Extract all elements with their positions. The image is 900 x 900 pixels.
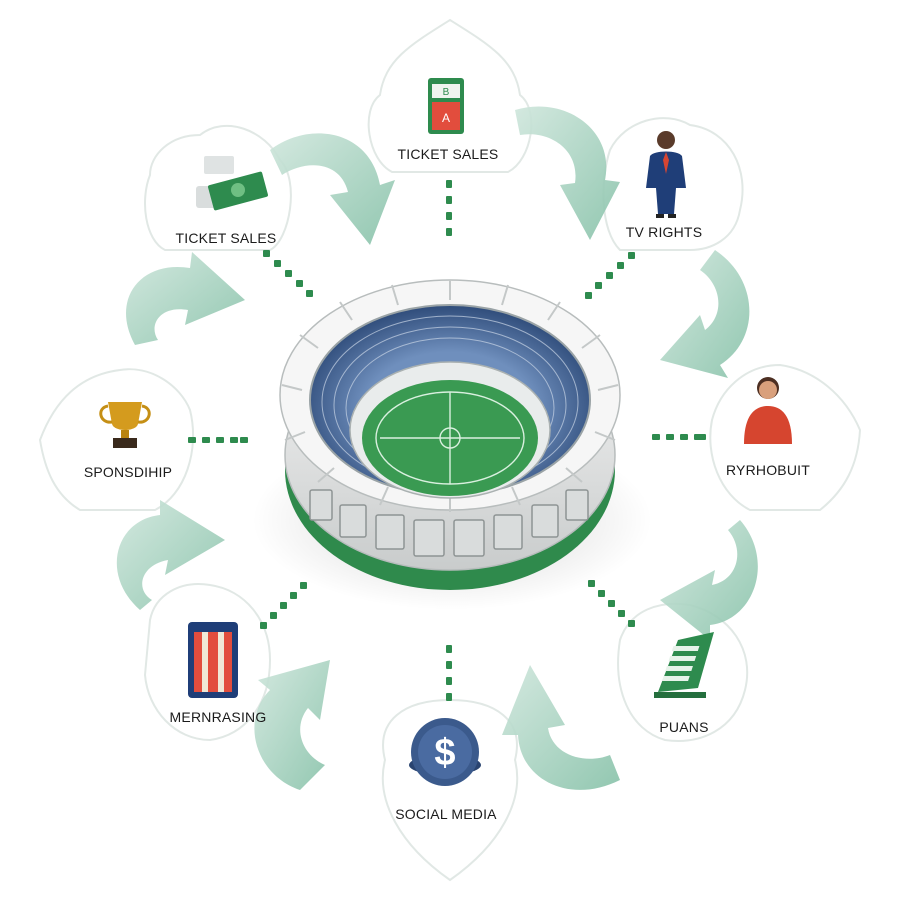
node-label-right: RYRHOBUIT: [726, 462, 810, 478]
node-label-top-right: TV RIGHTS: [625, 224, 703, 240]
merchandise-box-icon: [188, 622, 238, 698]
businessman-icon: [646, 131, 686, 218]
petal-top: [367, 18, 533, 173]
connector-bottom: [446, 645, 452, 701]
node-label-bottom-left: MERNRASING: [169, 709, 267, 725]
node-label-top-left: TICKET SALES: [175, 230, 277, 246]
node-label-top: TICKET SALES: [397, 146, 499, 162]
connector-top-left: [263, 250, 313, 297]
connector-bottom-right: [588, 580, 635, 627]
person-icon: [744, 377, 792, 444]
node-label-left: SPONSDIHIP: [83, 464, 173, 480]
arrow-8: [126, 252, 245, 345]
connector-bottom-left: [260, 582, 307, 629]
petal-bottom-left: [143, 583, 272, 742]
petal-left: [38, 368, 194, 511]
svg-text:$: $: [434, 732, 455, 774]
arrow-3: [660, 250, 750, 378]
ticket-booth-icon: B A: [428, 78, 464, 134]
arrow-7: [116, 500, 225, 610]
petal-outlines: [38, 18, 862, 882]
connector-left: [188, 437, 248, 443]
connector-top: [446, 180, 452, 236]
arrow-4: [660, 520, 758, 640]
petal-right: [709, 363, 862, 511]
petal-bottom: [381, 698, 519, 882]
trophy-icon: [99, 402, 151, 448]
stadium-icon: [252, 279, 652, 610]
arrow-1: [270, 133, 395, 245]
petal-top-right: [602, 117, 744, 251]
node-label-bottom: SOCIAL MEDIA: [395, 806, 497, 822]
cycle-arrows: [116, 106, 758, 790]
node-label-bottom-right: PUANS: [659, 719, 709, 735]
connector-right: [652, 434, 706, 440]
svg-text:A: A: [442, 111, 450, 125]
arrow-5: [502, 665, 620, 790]
dollar-coin-icon: $: [409, 718, 481, 786]
svg-text:B: B: [443, 87, 450, 98]
document-stand-icon: [654, 632, 714, 698]
cash-stack-icon: [196, 156, 268, 211]
arrow-6: [254, 660, 330, 790]
connector-top-right: [585, 252, 635, 299]
arrow-2: [515, 106, 620, 240]
